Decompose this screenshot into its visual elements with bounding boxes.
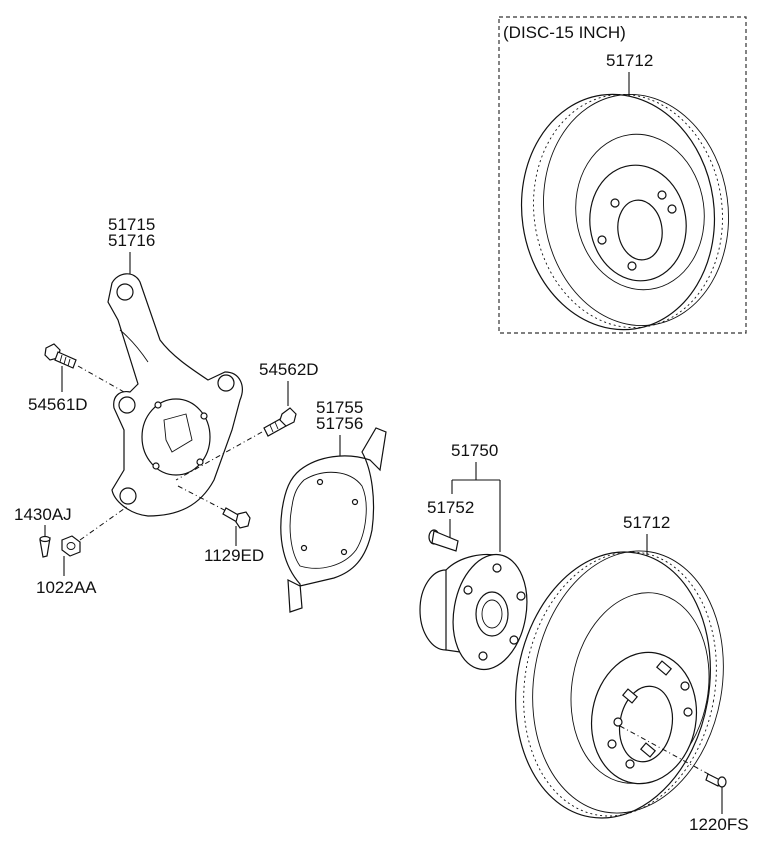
steering-knuckle[interactable] (107, 273, 243, 517)
label-51756: 51756 (316, 414, 363, 433)
label-54562d: 54562D (259, 360, 319, 379)
brake-disc-51712[interactable] (495, 536, 743, 834)
label-51755: 51755 (316, 398, 363, 417)
bolt-1129ed[interactable] (222, 507, 251, 529)
wheel-hub-51750[interactable] (419, 549, 536, 676)
label-51750: 51750 (451, 441, 498, 460)
bolt-54561d[interactable] (44, 343, 77, 369)
inset-disc-15-inch: (DISC-15 INCH) 51712 (498, 16, 747, 342)
label-51712: 51712 (623, 513, 670, 532)
label-1220fs: 1220FS (689, 815, 749, 834)
label-1022aa: 1022AA (36, 578, 97, 597)
dust-cover[interactable] (280, 427, 387, 613)
label-54561d: 54561D (28, 395, 88, 414)
inset-title: (DISC-15 INCH) (503, 23, 626, 42)
label-1129ed: 1129ED (204, 546, 264, 565)
label-51715: 51715 (108, 215, 155, 234)
screw-1220fs[interactable] (705, 773, 727, 788)
bolt-54562d[interactable] (263, 407, 297, 437)
split-pin-1430aj[interactable] (39, 535, 51, 558)
castle-nut-1022aa[interactable] (61, 535, 81, 557)
inset-brake-disc[interactable] (507, 82, 744, 342)
label-1430aj: 1430AJ (14, 505, 72, 524)
inset-disc-label: 51712 (606, 51, 653, 70)
label-51716: 51716 (108, 231, 155, 250)
label-51752: 51752 (427, 498, 474, 517)
hub-bolt-51752[interactable] (428, 529, 459, 552)
